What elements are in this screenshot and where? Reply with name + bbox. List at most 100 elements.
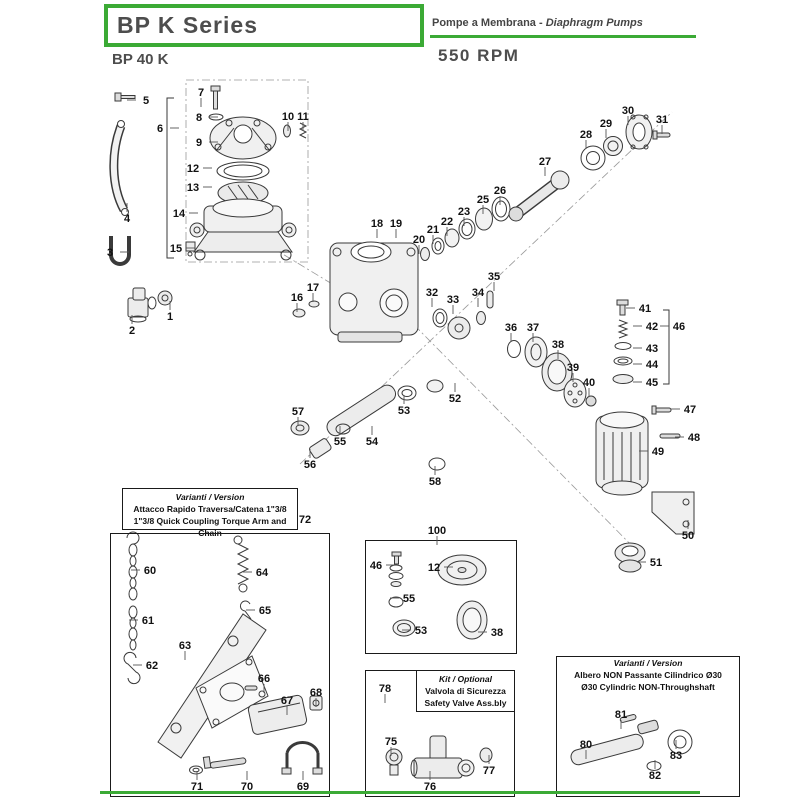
callout-56-54: 56 — [304, 459, 316, 471]
pulsation-damper-assembly — [185, 85, 308, 261]
callout-22-21: 22 — [441, 216, 453, 228]
callout-31-29: 31 — [656, 114, 668, 126]
callout-18-17: 18 — [371, 218, 383, 230]
callout-16-15: 16 — [291, 292, 303, 304]
callout-19-18: 19 — [390, 218, 402, 230]
torque-arm-parts — [123, 531, 323, 775]
callout-49-47: 49 — [652, 446, 664, 458]
callout-64-62: 64 — [256, 567, 269, 579]
callout-48-46: 48 — [688, 432, 700, 444]
safety-valve-title-line1: Kit / Optional — [439, 674, 492, 684]
callout-43-41: 43 — [646, 343, 658, 355]
callout-47-45: 47 — [684, 404, 696, 416]
callout-9-8: 9 — [196, 137, 202, 149]
callout-5-0: 5 — [143, 95, 149, 107]
callout-50-48: 50 — [682, 530, 694, 542]
shaft-variant-box — [556, 656, 740, 797]
callout-25-23: 25 — [477, 194, 489, 206]
callout-26-24: 26 — [494, 185, 506, 197]
callout-46-71: 46 — [370, 560, 382, 572]
callout-65-63: 65 — [259, 605, 271, 617]
shaft-variant-title-line1: Varianti / Version — [613, 658, 683, 668]
callout-70-68: 70 — [241, 781, 253, 793]
pump-type-separator: - — [535, 17, 546, 29]
safety-valve-title: Kit / Optional Valvola di Sicurezza Safe… — [416, 670, 515, 712]
pump-type-italian: Pompe a Membrana — [432, 17, 536, 29]
piston-diaphragm-parts — [432, 290, 597, 408]
torque-arm-title-line2: Attacco Rapido Traversa/Catena 1"3/8 — [133, 503, 287, 514]
delivery-valve-stack — [612, 299, 634, 384]
callout-76-78: 76 — [424, 781, 436, 793]
header-divider — [430, 35, 696, 38]
footer-divider — [100, 791, 700, 794]
callout-40-38: 40 — [583, 377, 595, 389]
series-title-box: BP K Series — [104, 4, 424, 47]
bracket-46 — [663, 309, 670, 385]
callout-1-4: 1 — [167, 311, 173, 323]
callout-11-10: 11 — [297, 111, 309, 123]
callout-72-57: 72 — [299, 514, 311, 526]
callout-71-69: 71 — [191, 781, 203, 793]
callout-13-12: 13 — [187, 182, 199, 194]
callout-15-14: 15 — [170, 243, 182, 255]
callout-68-66: 68 — [310, 687, 322, 699]
kit-100-parts — [388, 551, 488, 640]
series-title: BP K Series — [117, 12, 258, 38]
callout-42-40: 42 — [646, 321, 658, 333]
valve-train-parts — [420, 196, 511, 261]
handle-and-fitting-parts — [109, 92, 173, 323]
callout-33-31: 33 — [447, 294, 459, 306]
callout-53-74: 53 — [415, 625, 427, 637]
callout-12-72: 12 — [428, 562, 440, 574]
callout-80-81: 80 — [580, 739, 592, 751]
callout-51-49: 51 — [650, 557, 662, 569]
callout-46-44: 46 — [673, 321, 685, 333]
callout-8-7: 8 — [196, 112, 202, 124]
crankshaft-and-bearings — [508, 114, 671, 222]
callout-37-35: 37 — [527, 322, 539, 334]
callout-20-19: 20 — [413, 234, 425, 246]
callout-39-37: 39 — [567, 362, 579, 374]
callout-52-50: 52 — [449, 393, 461, 405]
callout-36-34: 36 — [505, 322, 517, 334]
callout-62-60: 62 — [146, 660, 158, 672]
callout-75-77: 75 — [385, 736, 397, 748]
torque-arm-title-line1: Varianti / Version — [175, 492, 245, 502]
kit-100-box — [365, 540, 517, 654]
callout-58-56: 58 — [429, 476, 441, 488]
safety-valve-title-line2: Valvola di Sicurezza — [425, 685, 506, 696]
callout-30-28: 30 — [622, 105, 634, 117]
callout-35-33: 35 — [488, 271, 500, 283]
callout-82-83: 82 — [649, 770, 661, 782]
pump-type-english: Diaphragm Pumps — [545, 17, 643, 29]
callout-45-43: 45 — [646, 377, 658, 389]
callout-38-75: 38 — [491, 627, 503, 639]
callout-57-55: 57 — [292, 406, 304, 418]
callout-6-5: 6 — [157, 123, 163, 135]
callout-60-58: 60 — [144, 565, 156, 577]
callout-27-25: 27 — [539, 156, 551, 168]
callout-4-1: 4 — [124, 213, 131, 225]
shaft-variant-title-line3: Ø30 Cylindric NON-Throughshaft — [581, 681, 715, 692]
callout-12-11: 12 — [187, 163, 199, 175]
shaft-variant-title: Varianti / Version Albero NON Passante C… — [557, 658, 739, 694]
bracket-6 — [166, 97, 174, 259]
callout-66-64: 66 — [258, 673, 270, 685]
torque-arm-title-line3: 1"3/8 Quick Coupling Torque Arm and Chai… — [133, 515, 287, 538]
callout-17-16: 17 — [307, 282, 319, 294]
callout-23-22: 23 — [458, 206, 470, 218]
suction-fitting-parts — [290, 379, 446, 471]
callout-32-30: 32 — [426, 287, 438, 299]
pump-type-label: Pompe a Membrana - Diaphragm Pumps — [432, 17, 643, 29]
callout-69-67: 69 — [297, 781, 309, 793]
callout-78-76: 78 — [379, 683, 391, 695]
shaft-variant-title-line2: Albero NON Passante Cilindrico Ø30 — [574, 669, 722, 680]
callout-53-51: 53 — [398, 405, 410, 417]
callout-100-70: 100 — [428, 525, 446, 537]
callout-14-13: 14 — [173, 208, 186, 220]
callout-21-20: 21 — [427, 224, 439, 236]
callout-3-2: 3 — [107, 247, 113, 259]
callout-38-36: 38 — [552, 339, 564, 351]
